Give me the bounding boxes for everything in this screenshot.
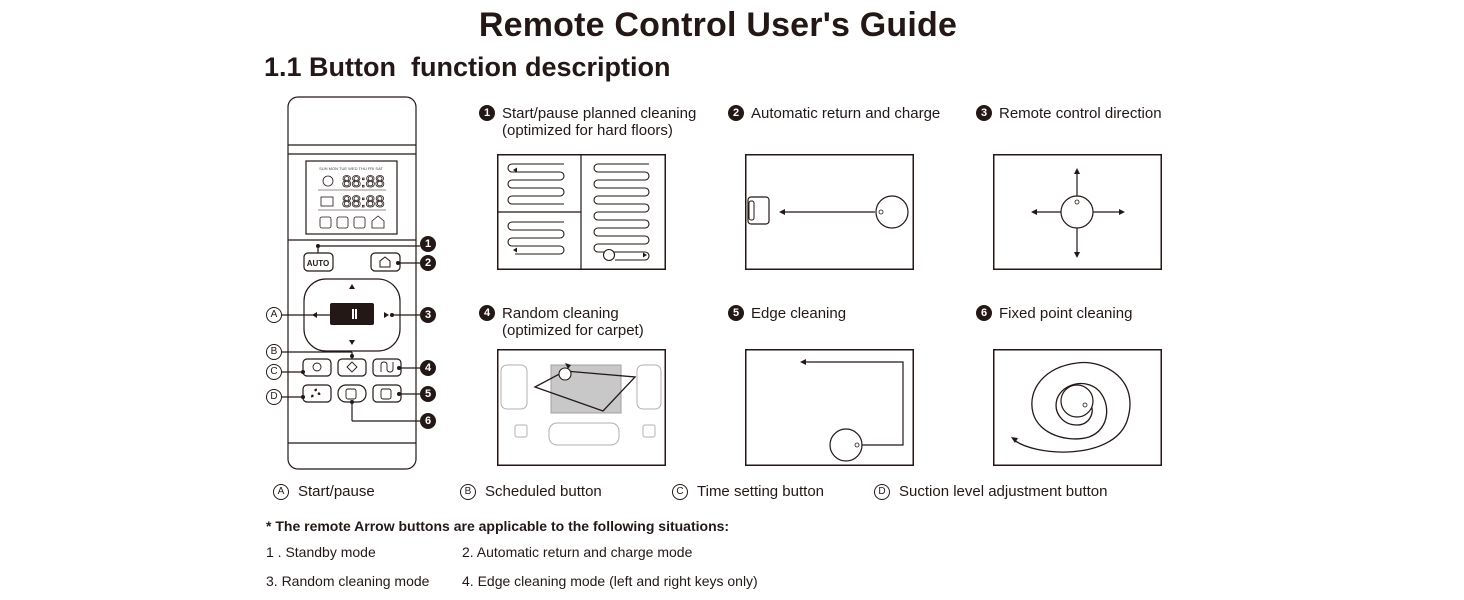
- note-item-1: 1 . Standby mode: [266, 544, 376, 560]
- remote-body: [287, 96, 417, 470]
- function-2-number: 2: [728, 105, 744, 121]
- function-4-line1: Random cleaning: [502, 305, 619, 322]
- section-subtitle: 1.1 Button function description: [264, 52, 671, 82]
- lcd-mode-icon-2: [336, 216, 349, 229]
- robot-vacuum-icon: [829, 428, 863, 462]
- auto-button-label: AUTO: [307, 259, 330, 268]
- clock-icon: [322, 175, 334, 187]
- right-arrow-icon: [384, 312, 389, 318]
- callout-4: 4: [420, 360, 436, 376]
- function-1-line1: Start/pause planned cleaning: [502, 105, 697, 122]
- sofa-right-icon: [636, 364, 662, 410]
- robot-vacuum-icon: [875, 195, 909, 229]
- callout-d: D: [266, 389, 282, 405]
- lcd-mode-icon-3: [353, 216, 366, 229]
- page-title: Remote Control User's Guide: [478, 6, 958, 44]
- up-arrow-icon: [349, 284, 355, 289]
- sofa-left-icon: [500, 364, 528, 410]
- callout-1: 1: [420, 236, 436, 252]
- function-3-number: 3: [976, 105, 992, 121]
- fixed-point-button: [337, 384, 367, 403]
- suction-button: [302, 384, 332, 403]
- note-item-3: 3. Random cleaning mode: [266, 573, 430, 589]
- edge-cleaning-diagram: [745, 349, 914, 466]
- function-5-number: 5: [728, 305, 744, 321]
- robot-vacuum-icon: [558, 367, 572, 381]
- arrow-note-title: * The remote Arrow buttons are applicabl…: [266, 518, 730, 534]
- callout-3: 3: [420, 307, 436, 323]
- lcd-digits-bottom: 88:88: [342, 192, 385, 211]
- lcd-screen: [305, 160, 398, 235]
- random-cleaning-diagram: [497, 349, 666, 466]
- callout-6: 6: [420, 413, 436, 429]
- function-4-number: 4: [479, 305, 495, 321]
- note-item-2: 2. Automatic return and charge mode: [462, 544, 693, 560]
- legend-d-marker: D: [874, 484, 890, 500]
- callout-a: A: [266, 307, 282, 323]
- function-4-caption: Random cleaning (optimized for carpet): [502, 305, 644, 339]
- return-charge-diagram: [745, 154, 914, 270]
- fan-icon: [311, 388, 321, 398]
- callout-c: C: [266, 364, 282, 380]
- callout-2: 2: [420, 255, 436, 271]
- calendar-icon: [320, 196, 334, 207]
- robot-vacuum-icon: [1060, 195, 1094, 229]
- function-3-caption: Remote control direction: [999, 105, 1162, 122]
- lcd-home-icon: [371, 215, 385, 229]
- function-1-number: 1: [479, 105, 495, 121]
- left-arrow-icon: [312, 312, 317, 318]
- lcd-mode-icon-1: [319, 216, 332, 229]
- remote-direction-diagram: [993, 154, 1162, 270]
- remote-control-illustration: AUTO SUN MON TUE WED THU FRI SAT 88:88 8…: [282, 96, 420, 470]
- sofa-bottom-icon: [548, 422, 620, 446]
- legend-a-marker: A: [273, 484, 289, 500]
- fixed-point-diagram: [993, 349, 1162, 466]
- planned-cleaning-diagram: [497, 154, 666, 270]
- function-5-caption: Edge cleaning: [751, 305, 847, 322]
- legend-d-label: Suction level adjustment button: [899, 483, 1108, 500]
- function-6-number: 6: [976, 305, 992, 321]
- lcd-days: SUN MON TUE WED THU FRI SAT: [319, 166, 383, 171]
- home-button: [370, 252, 401, 272]
- function-4-line2: (optimized for carpet): [502, 322, 644, 339]
- function-2-caption: Automatic return and charge: [751, 105, 941, 122]
- function-1-caption: Start/pause planned cleaning (optimized …: [502, 105, 696, 139]
- legend-b-marker: B: [460, 484, 476, 500]
- note-item-4: 4. Edge cleaning mode (left and right ke…: [462, 573, 758, 589]
- lcd-digits-top: 88:88: [342, 172, 385, 191]
- callout-b: B: [266, 344, 282, 360]
- robot-vacuum-icon: [1060, 384, 1094, 418]
- time-setting-button: [302, 358, 332, 377]
- edge-clean-button: [372, 384, 402, 403]
- legend-c-marker: C: [672, 484, 688, 500]
- callout-5: 5: [420, 386, 436, 402]
- function-1-line2: (optimized for hard floors): [502, 122, 673, 139]
- legend-c-label: Time setting button: [697, 483, 825, 500]
- down-arrow-icon: [349, 340, 355, 345]
- legend-b-label: Scheduled button: [485, 483, 602, 500]
- charging-dock-icon: [747, 196, 770, 225]
- function-6-caption: Fixed point cleaning: [999, 305, 1133, 322]
- legend-a-label: Start/pause: [298, 483, 375, 500]
